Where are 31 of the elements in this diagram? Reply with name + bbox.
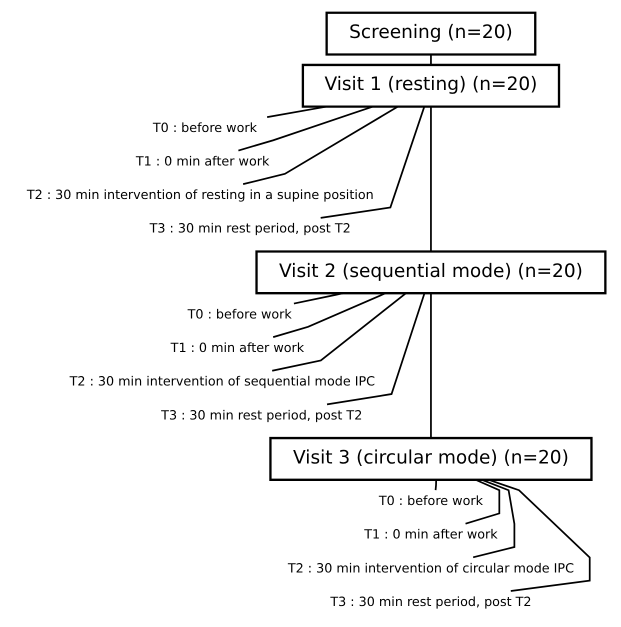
connector bbox=[242, 106, 398, 185]
connector bbox=[293, 292, 342, 304]
connector bbox=[272, 292, 406, 372]
node-text: T0 : before work bbox=[152, 120, 257, 136]
connector bbox=[464, 479, 500, 525]
node-box: Visit 2 (sequential mode) (n=20) bbox=[254, 250, 606, 294]
connector bbox=[326, 293, 425, 406]
node-text: T3 : 30 min rest period, post T2 bbox=[160, 408, 362, 424]
node-text: T2 : 30 min intervention of circular mode IPC bbox=[287, 561, 574, 576]
connector bbox=[434, 480, 437, 490]
node-text: T1 : 0 min after work bbox=[170, 341, 304, 356]
node-text: T2 : 30 min intervention of resting in a supine position bbox=[26, 188, 374, 204]
node-text: T2 : 30 min intervention of sequential mode IPC bbox=[69, 374, 375, 390]
connector bbox=[472, 479, 515, 558]
node-box: Visit 1 (resting) (n=20) bbox=[301, 64, 560, 108]
connector bbox=[430, 55, 432, 65]
node-text: T1 : 0 min after work bbox=[364, 528, 498, 543]
connector bbox=[320, 106, 425, 219]
node-box: Visit 3 (circular mode) (n=20) bbox=[268, 436, 592, 481]
node-text: T1 : 0 min after work bbox=[135, 154, 269, 170]
connector bbox=[272, 292, 386, 338]
connector bbox=[430, 293, 432, 438]
connector bbox=[488, 479, 590, 592]
connector bbox=[238, 106, 372, 152]
connector bbox=[266, 106, 326, 118]
node-text: T3 : 30 min rest period, post T2 bbox=[149, 222, 350, 237]
node-box: Screening (n=20) bbox=[324, 12, 536, 56]
node-text: T3 : 30 min rest period, post T2 bbox=[330, 594, 532, 610]
node-text: T0 : before work bbox=[378, 494, 483, 510]
node-text: T0 : before work bbox=[187, 307, 292, 322]
connector bbox=[430, 106, 432, 252]
